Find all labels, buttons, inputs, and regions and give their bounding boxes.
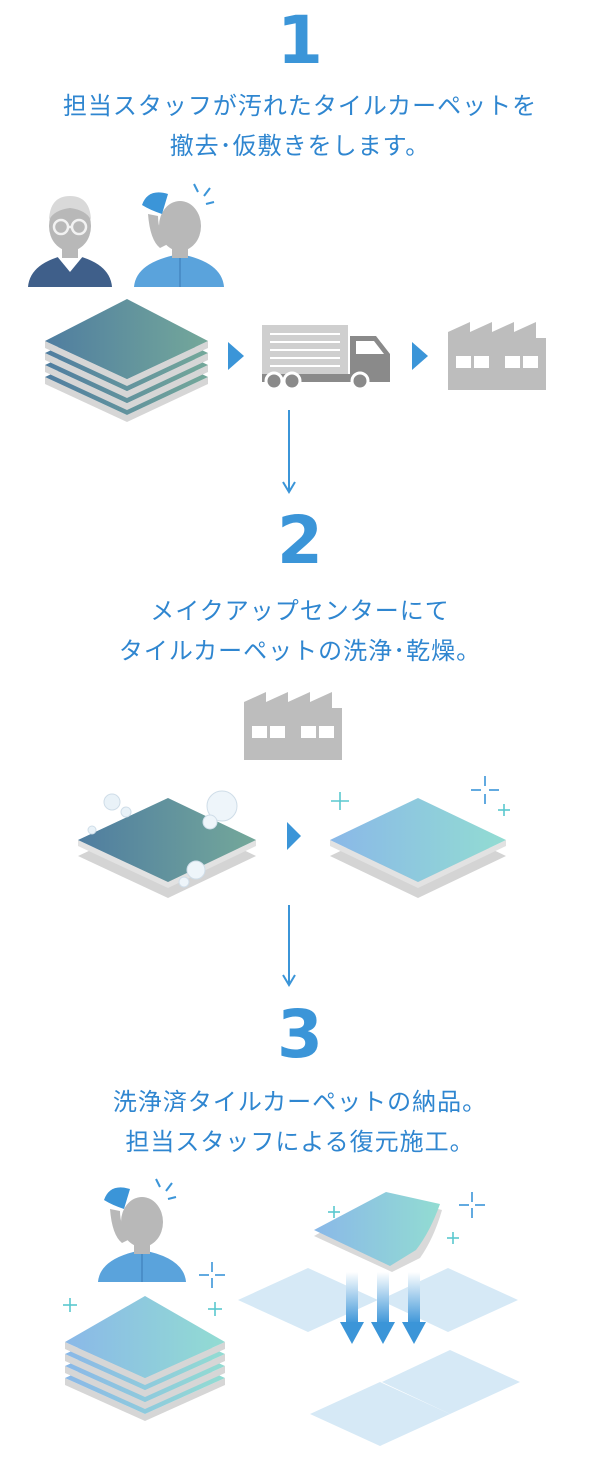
sparkle-icon: [447, 1232, 459, 1244]
arrow-right-icon: [287, 822, 301, 850]
elder-staff-icon: [28, 196, 112, 287]
step-2-caption-line-1: メイクアップセンターにて: [150, 597, 450, 625]
clean-carpet-stack-icon: [65, 1296, 225, 1421]
carpet-install-icon: [238, 1192, 520, 1446]
step-3-caption-line-2: 担当スタッフによる復元施工。: [125, 1128, 475, 1156]
step-1-caption-line-2: 撤去･仮敷きをします。: [169, 132, 431, 160]
factory-icon: [448, 322, 546, 390]
dirty-carpet-stack-icon: [45, 299, 208, 422]
sparkle-icon: [63, 1298, 77, 1312]
sparkle-icon: [498, 804, 510, 816]
step-3-caption-line-1: 洗浄済タイルカーペットの納品。: [112, 1088, 488, 1116]
sparkle-icon: [471, 776, 499, 804]
arrow-right-icon: [412, 342, 428, 370]
sparkle-icon: [328, 1206, 340, 1218]
step-2-caption: メイクアップセンターにて タイルカーペットの洗浄･乾燥。: [0, 591, 600, 671]
down-arrow-icon: [282, 410, 296, 494]
step-1-caption: 担当スタッフが汚れたタイルカーペットを 撤去･仮敷きをします。: [0, 86, 600, 166]
staff-bowing-icon: [98, 1178, 186, 1282]
washing-carpet-icon: [78, 790, 256, 898]
step-1-caption-line-1: 担当スタッフが汚れたタイルカーペットを: [62, 92, 538, 120]
sparkle-icon: [208, 1302, 222, 1316]
staff-bowing-icon: [134, 183, 224, 287]
step-1-number: 1: [277, 2, 323, 79]
sparkle-icon: [331, 792, 349, 810]
clean-carpet-icon: [330, 798, 506, 898]
truck-icon: [262, 325, 390, 391]
step-3-caption: 洗浄済タイルカーペットの納品。 担当スタッフによる復元施工。: [0, 1082, 600, 1162]
step-3-number: 3: [277, 996, 323, 1073]
sparkle-icon: [459, 1192, 485, 1218]
sparkle-icon: [199, 1262, 225, 1288]
down-arrow-icon: [282, 905, 296, 987]
arrow-right-icon: [228, 342, 244, 370]
factory-icon: [244, 692, 342, 760]
step-2-caption-line-2: タイルカーペットの洗浄･乾燥。: [118, 637, 482, 665]
step-2-number: 2: [277, 502, 323, 579]
